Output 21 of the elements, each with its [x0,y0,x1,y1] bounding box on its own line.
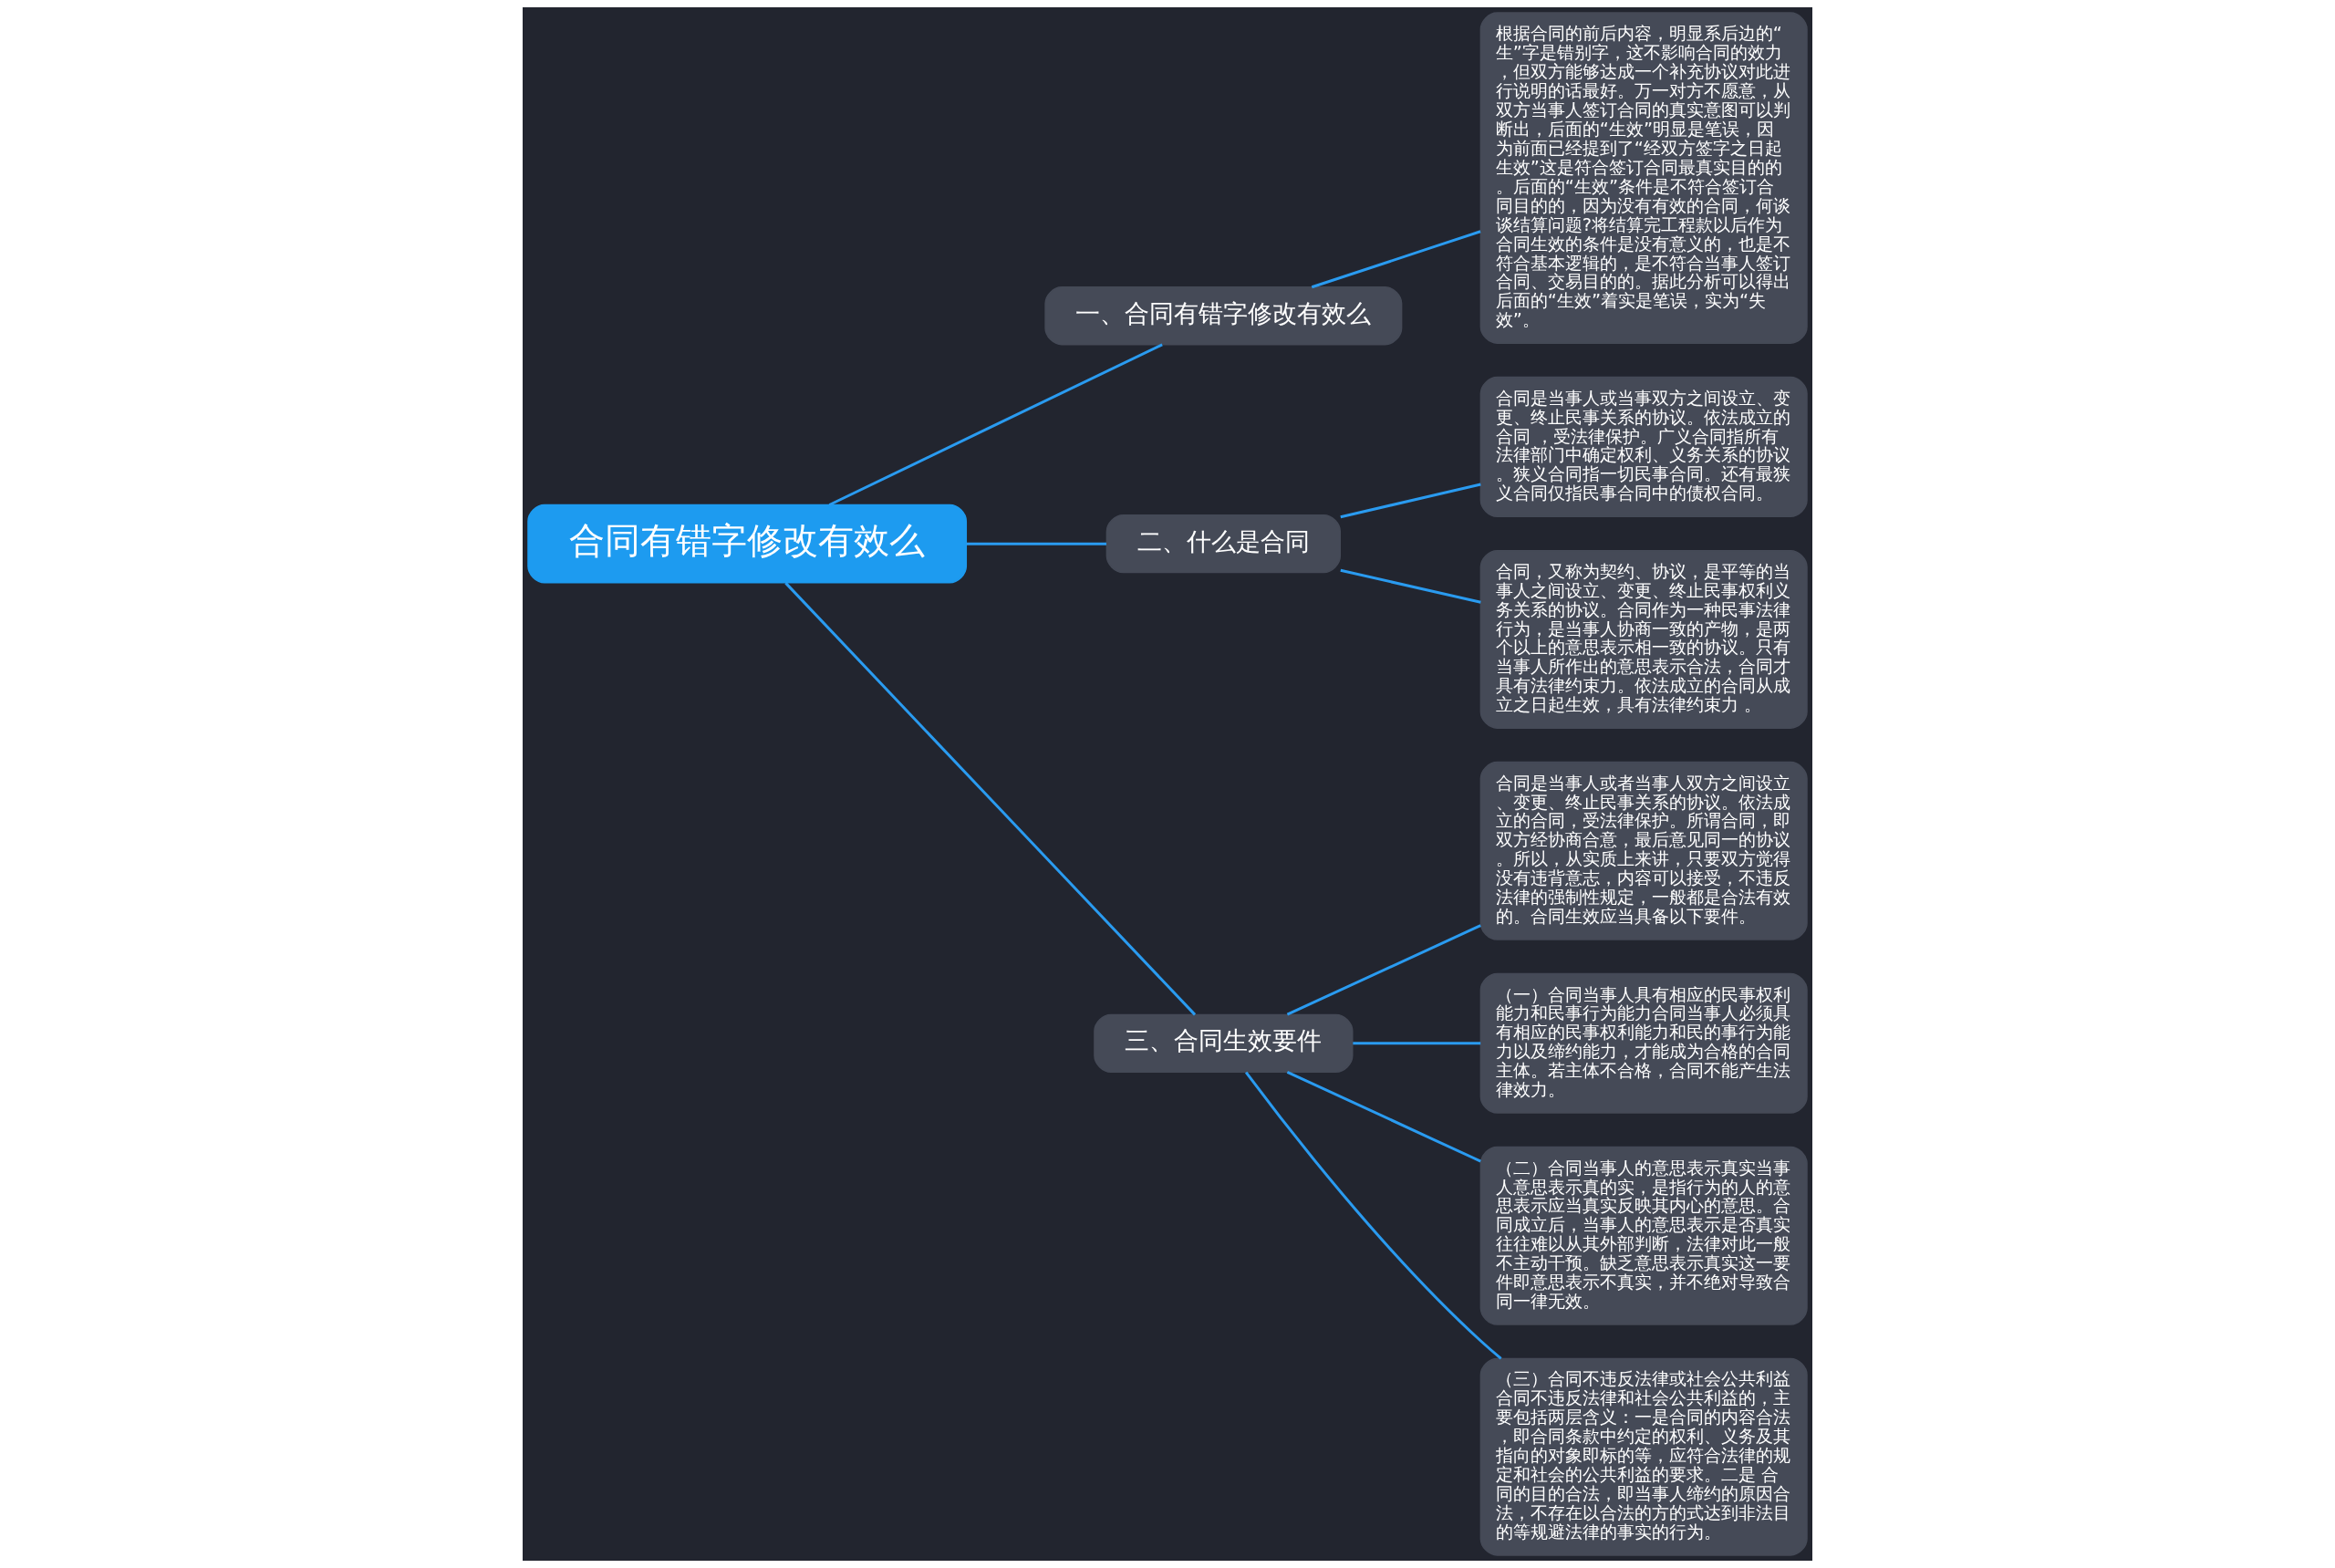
connector [1286,924,1481,1016]
node-box: （一）合同当事人具有相应的民事权利能力和民事行为能力合同当事人必须具有相应的民事权利能力和民的事行为能力以及缔约能力，才能成为合格的合同主体。若主体不合格，合同不能产生法律效力。 [1479,972,1808,1114]
node-box: 一、合同有错字修改有效么 [1044,286,1403,346]
connector [1340,568,1481,604]
connector [1353,1042,1481,1045]
node-box: 合同是当事人或当事双方之间设立、变更、终止民事关系的协议。依法成立的合同 ，受法律保护。广义合同指所有法律部门中确定权利、义务关系的协议。狭义合同指一切民事合同。还有最狭义合同仅指民事合同中的债权合同。 [1479,376,1808,517]
node-box: 二、什么是合同 [1105,514,1342,574]
connector [966,542,1106,545]
connector [1311,230,1481,289]
node-box: 三、合同生效要件 [1094,1013,1354,1073]
node-box: 合同是当事人或者当事人双方之间设立、变更、终止民事关系的协议。依法成立的合同，受法律保护。所谓合同，即双方经协商合意，最后意见同一的协议。所以，从实质上来讲，只要双方觉得没有违背意志，内容可以接受，不违反法律的强制性规定，一般都是合法有效的。合同生效应当具备以下要件。 [1479,761,1808,940]
node-box: 根据合同的前后内容，明显系后边的“生”字是错别字，这不影响合同的效力，但双方能够达成一个补充协议对此进行说明的话最好。万一对方不愿意，从双方当事人签订合同的真实意图可以判断出，后面的“生效”明显是笔误，因为前面已经提到了“经双方签字之日起生效”这是符合签订合同最真实目的的。后面的“生效”条件是不符合签订合同目的的，因为没有有效的合同，何谈谈结算问题?将结算完工程款以后作为合同生效的条件是没有意义的，也是不符合基本逻辑的，是不符合当事人签订合同、交易目的的。据此分析可以得出后面的“生效”着实是笔误，实为“失效”。 [1479,12,1808,344]
connector [784,582,1197,1016]
connector [1340,483,1481,519]
node-box: 合同，又称为契约、协议，是平等的当事人之间设立、变更、终止民事权利义务关系的协议。合同作为一种民事法律行为，是当事人协商一致的产物，是两个以上的意思表示相一致的协议。只有当事人所作出的意思表示合法，合同才具有法律约束力。依法成立的合同从成立之日起生效，具有法律约束力 。 [1479,549,1808,729]
connector [1244,1071,1502,1360]
node-box: （二）合同当事人的意思表示真实当事人意思表示真的实，是指行为的人的意思表示应当真实反映其内心的意思。合同成立后，当事人的意思表示是否真实往往难以从其外部判断，法律对此一般不主动干预。缺乏意思表示真实这一要件即意思表示不真实，并不绝对导致合同一律无效。 [1479,1146,1808,1325]
node-box: 合同有错字修改有效么 [527,504,968,584]
connector [1286,1071,1481,1163]
connector [828,343,1163,506]
node-box: （三）合同不违反法律或社会公共利益合同不违反法律和社会公共利益的，主要包括两层含义：一是合同的内容合法，即合同条款中约定的权利、义务及其指向的对象即标的等，应符合法律的规定和社会的公共利益的要求。二是 合同的目的合法，即当事人缔约的原因合法，不存在以合法的方的式达到非法目的等规避法律的事实的行为。 [1479,1357,1808,1556]
